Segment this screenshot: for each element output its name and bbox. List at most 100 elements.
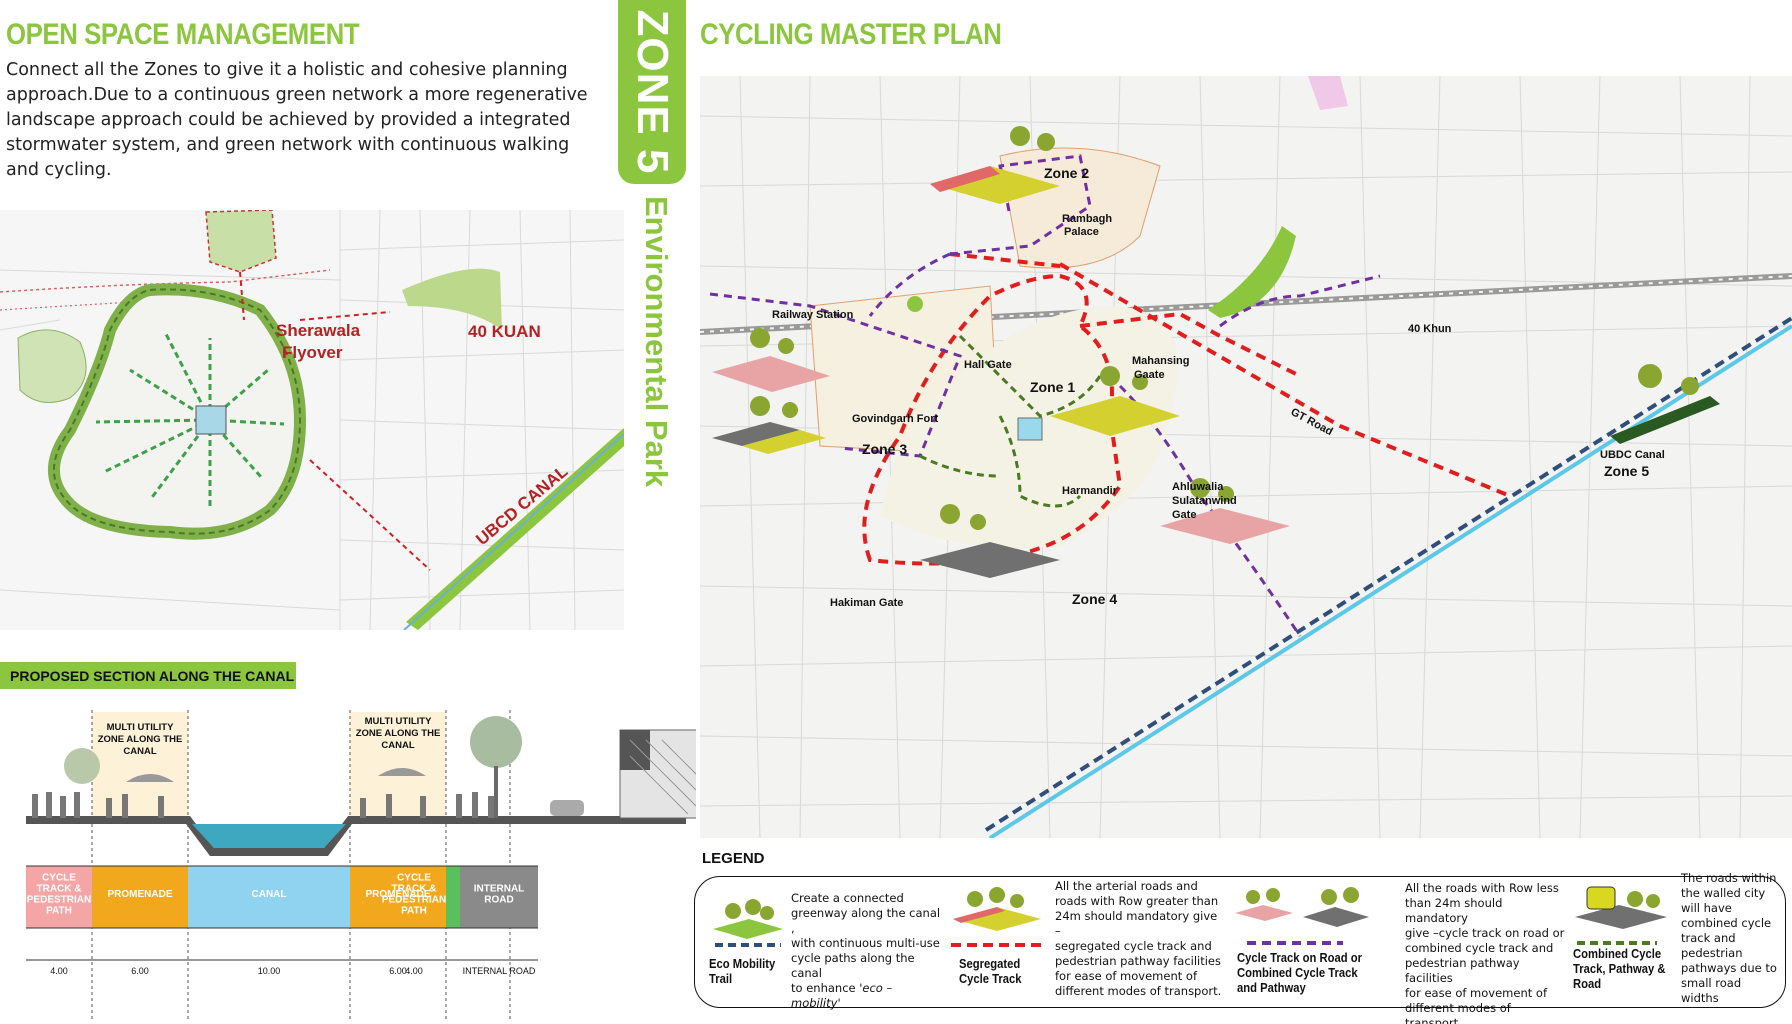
- zone-tab: ZONE 5: [618, 0, 686, 184]
- environmental-park-label: Environmental Park: [639, 196, 674, 488]
- eco-desc-5: to enhance: [791, 981, 860, 995]
- section-column-1: [26, 866, 92, 928]
- comb-road-desc-3: give –cycle track on road or: [1405, 926, 1565, 940]
- comb-road-desc-1: All the roads with Row less: [1405, 881, 1559, 895]
- section-column-3: [188, 866, 350, 928]
- hakiman-gate-label: Hakiman Gate: [830, 597, 903, 609]
- hall-gate-label: Hall Gate: [964, 359, 1012, 371]
- section-column-5-label-3: PEDESTRIAN: [382, 895, 446, 906]
- ubdc-canal-label: UBDC Canal: [1600, 449, 1665, 461]
- eco-mobility-icon: [713, 899, 783, 947]
- section-green-strip: [446, 866, 460, 928]
- comb-all-name-2: Track, Pathway &: [1573, 962, 1666, 976]
- open-space-map: Sherawala Flyover 40 KUAN UBCD CANAL: [0, 210, 624, 630]
- segregated-name-2: Cycle Track: [959, 972, 1022, 986]
- comb-all-desc-8: small road widths: [1681, 976, 1742, 1005]
- section-column-5-label-1: CYCLE: [397, 873, 431, 884]
- segregated-cycle-icon: [951, 887, 1041, 947]
- forty-kuan-label: 40 KUAN: [468, 322, 541, 341]
- section-column-5-label-2: TRACK &: [392, 884, 437, 895]
- zone2-label: Zone 2: [1044, 165, 1089, 181]
- comb-road-desc-5: pedestrian pathway facilities: [1405, 956, 1520, 985]
- eco-mobility-name-1: Eco Mobility: [709, 957, 776, 971]
- govindgarh-label: Govindgarh Fort: [852, 413, 939, 425]
- combined-cycle-icon: [1575, 886, 1667, 945]
- cycling-master-plan-map: Zone 2 Rambagh Palace Railway Station Ha…: [700, 76, 1792, 838]
- section-column-1-label-3: PEDESTRIAN: [27, 895, 91, 906]
- section-column-4-width: 6.00: [389, 966, 407, 976]
- mahansing-label-1: Mahansing: [1132, 355, 1189, 367]
- section-column-6-label-2: ROAD: [484, 895, 513, 906]
- eco-mobility-name-2: Trail: [709, 972, 733, 986]
- segregated-desc: All the arterial roads and roads with Ro…: [1055, 879, 1225, 999]
- comb-road-desc-7: different modes of transport.: [1405, 1001, 1511, 1024]
- cycle-track-on-road-icon: [1235, 887, 1369, 945]
- multi-utility-left-line-1: MULTI UTILITY: [107, 722, 175, 733]
- section-column-2: [92, 866, 188, 928]
- section-column-5-width: 4.00: [405, 966, 423, 976]
- cycling-plan-title: CYCLING MASTER PLAN: [700, 18, 1002, 51]
- flyover-label: Flyover: [282, 343, 343, 362]
- rambagh-label-1: Rambagh: [1062, 213, 1112, 225]
- sherawala-label: Sherawala: [276, 321, 361, 340]
- legend-title: LEGEND: [702, 850, 765, 867]
- seg-desc-4: segregated cycle track and: [1055, 939, 1212, 953]
- intro-paragraph: Connect all the Zones to give it a holis…: [6, 60, 588, 180]
- harmandir-label: Harmandir: [1062, 485, 1118, 497]
- section-title-bar: PROPOSED SECTION ALONG THE CANAL: [0, 662, 296, 689]
- section-column-1-label-4: PATH: [46, 906, 72, 917]
- comb-all-desc-4: combined cycle: [1681, 916, 1772, 930]
- segregated-name-1: Segregated: [959, 957, 1021, 971]
- section-column-3-width: 10.00: [258, 966, 281, 976]
- multi-utility-right-line-3: CANAL: [381, 740, 414, 751]
- forty-khun-label: 40 Khun: [1408, 323, 1452, 335]
- comb-road-name-3: and Pathway: [1237, 981, 1306, 995]
- section-column-1-width: 4.00: [50, 966, 68, 976]
- comb-road-desc-6: for ease of movement of: [1405, 986, 1547, 1000]
- zone5-label: Zone 5: [1604, 463, 1649, 479]
- zone1-label: Zone 1: [1030, 379, 1075, 395]
- section-column-2-label-1: PROMENADE: [107, 889, 172, 900]
- rambagh-label-2: Palace: [1064, 226, 1099, 238]
- seg-desc-1: All the arterial roads and: [1055, 879, 1198, 893]
- section-column-4-label-1: PROMENADE: [365, 889, 430, 900]
- cycling-map-drawing: Zone 2 Rambagh Palace Railway Station Ha…: [700, 76, 1792, 838]
- eco-desc-4: cycle paths along the canal: [791, 951, 915, 980]
- multi-utility-left-line-2: ZONE ALONG THE: [98, 734, 183, 745]
- comb-road-name-1: Cycle Track on Road or: [1237, 951, 1363, 965]
- eco-desc-emphasis: 'eco – mobility': [791, 981, 893, 1010]
- eco-desc-3: with continuous multi-use: [791, 936, 940, 950]
- section-column-5-label-4: PATH: [401, 906, 427, 917]
- seg-desc-7: different modes of transport.: [1055, 984, 1222, 998]
- section-grid-lines: [26, 865, 538, 961]
- comb-all-desc-5: track and: [1681, 931, 1736, 945]
- railway-station-label: Railway Station: [772, 309, 854, 321]
- canal-section-figure: MULTI UTILITY ZONE ALONG THE CANAL MULTI…: [26, 710, 696, 1024]
- open-space-title: OPEN SPACE MANAGEMENT: [6, 18, 360, 51]
- comb-all-name-1: Combined Cycle: [1573, 947, 1662, 961]
- comb-road-desc-2: than 24m should mandatory: [1405, 896, 1503, 925]
- open-space-map-drawing: Sherawala Flyover 40 KUAN UBCD CANAL: [0, 210, 624, 630]
- comb-all-name-3: Road: [1573, 977, 1602, 991]
- seg-desc-3: 24m should mandatory give –: [1055, 909, 1218, 938]
- ahluwalia-label-1: Ahluwalia: [1172, 481, 1224, 493]
- comb-all-desc-2: the walled city: [1681, 886, 1766, 900]
- comb-all-desc-6: pedestrian: [1681, 946, 1743, 960]
- ahluwalia-label-2: Sulatanwind: [1172, 495, 1237, 507]
- multi-utility-left-line-3: CANAL: [123, 746, 156, 757]
- section-column-1-label-1: CYCLE: [42, 873, 76, 884]
- eco-desc-1: Create a connected: [791, 891, 904, 905]
- eco-desc-2: greenway along the canal ,: [791, 906, 941, 935]
- seg-desc-6: for ease of movement of: [1055, 969, 1197, 983]
- section-column-1-label-2: TRACK &: [37, 884, 82, 895]
- zone3-label: Zone 3: [862, 441, 907, 457]
- section-column-6-label-1: INTERNAL: [474, 884, 525, 895]
- zone4-label: Zone 4: [1072, 591, 1117, 607]
- zone-tab-label: ZONE 5: [628, 9, 677, 175]
